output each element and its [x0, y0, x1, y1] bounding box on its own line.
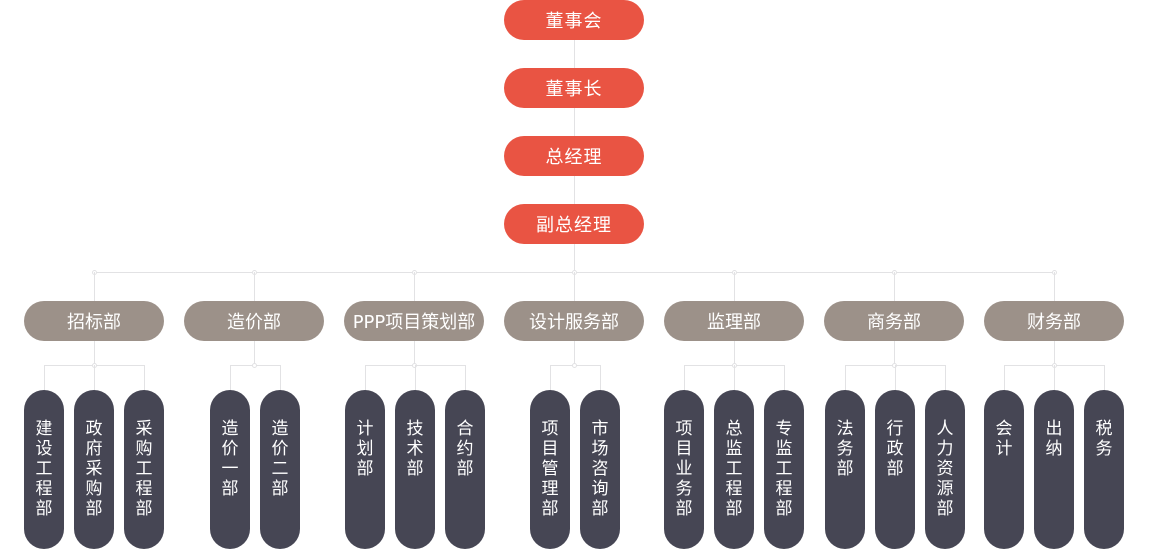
junction-dot	[572, 363, 577, 368]
junction-dot	[252, 363, 257, 368]
connector-line	[845, 365, 846, 391]
sub-department: 人力资源部	[925, 390, 965, 549]
sub-department-label: 人力资源部	[936, 419, 954, 519]
sub-department: 采购工程部	[124, 390, 164, 549]
sub-department: 出纳	[1034, 390, 1074, 549]
department-finance: 财务部	[984, 301, 1124, 341]
sub-department-label: 采购工程部	[135, 419, 153, 519]
sub-department: 市场咨询部	[580, 390, 620, 549]
sub-department: 专监工程部	[764, 390, 804, 549]
sub-department: 合约部	[445, 390, 485, 549]
junction-dot	[412, 363, 417, 368]
connector-line	[784, 365, 785, 391]
junction-dot	[892, 363, 897, 368]
node-general-manager: 总经理	[504, 136, 644, 176]
sub-department-label: 造价二部	[271, 419, 289, 499]
sub-department-label: 市场咨询部	[591, 419, 609, 519]
connector-line	[945, 365, 946, 391]
sub-department-label: 法务部	[836, 419, 854, 479]
sub-department-label: 建设工程部	[35, 419, 53, 519]
sub-department: 法务部	[825, 390, 865, 549]
sub-department-label: 项目业务部	[675, 419, 693, 519]
sub-department: 项目管理部	[530, 390, 570, 549]
sub-department-label: 总监工程部	[725, 419, 743, 519]
department-supervision: 监理部	[664, 301, 804, 341]
sub-department-label: 会计	[995, 419, 1013, 459]
department-bidding: 招标部	[24, 301, 164, 341]
connector-line	[1004, 365, 1005, 391]
department-ppp: PPP项目策划部	[344, 301, 484, 341]
sub-department-label: 技术部	[406, 419, 424, 479]
connector-line	[465, 365, 466, 391]
sub-department-label: 计划部	[356, 419, 374, 479]
node-deputy-general-manager: 副总经理	[504, 204, 644, 244]
connector-line	[734, 365, 735, 391]
department-business: 商务部	[824, 301, 964, 341]
sub-department-label: 政府采购部	[85, 419, 103, 519]
department-design: 设计服务部	[504, 301, 644, 341]
sub-department: 政府采购部	[74, 390, 114, 549]
sub-department: 造价二部	[260, 390, 300, 549]
connector-line	[144, 365, 145, 391]
sub-department-label: 行政部	[886, 419, 904, 479]
sub-department: 造价一部	[210, 390, 250, 549]
sub-department: 会计	[984, 390, 1024, 549]
sub-department: 项目业务部	[664, 390, 704, 549]
node-chairman: 董事长	[504, 68, 644, 108]
sub-department-label: 税务	[1095, 419, 1113, 459]
connector-line	[415, 365, 416, 391]
sub-department-label: 专监工程部	[775, 419, 793, 519]
department-cost: 造价部	[184, 301, 324, 341]
connector-line	[1054, 365, 1055, 391]
sub-department: 计划部	[345, 390, 385, 549]
connector-line	[365, 365, 366, 391]
connector-line	[94, 365, 95, 391]
sub-department: 税务	[1084, 390, 1124, 549]
connector-line	[684, 365, 685, 391]
connector-line	[44, 365, 45, 391]
connector-line	[895, 365, 896, 391]
sub-department-label: 合约部	[456, 419, 474, 479]
connector-line	[550, 365, 551, 391]
connector-line	[230, 365, 231, 391]
sub-department-label: 造价一部	[221, 419, 239, 499]
sub-department: 行政部	[875, 390, 915, 549]
connector-line	[600, 365, 601, 391]
sub-department: 建设工程部	[24, 390, 64, 549]
sub-department: 技术部	[395, 390, 435, 549]
sub-department-label: 项目管理部	[541, 419, 559, 519]
node-board: 董事会	[504, 0, 644, 40]
sub-department: 总监工程部	[714, 390, 754, 549]
sub-department-label: 出纳	[1045, 419, 1063, 459]
connector-line	[1104, 365, 1105, 391]
connector-line	[280, 365, 281, 391]
